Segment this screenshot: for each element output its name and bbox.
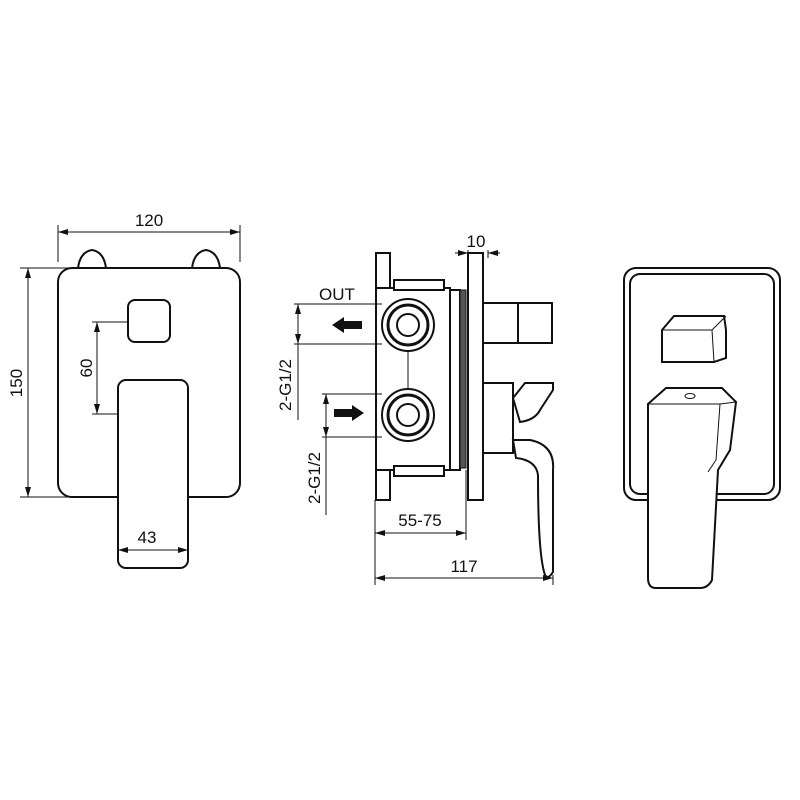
mounting-ear-right — [191, 248, 221, 269]
total-depth-dimension: 117 — [450, 557, 477, 576]
height-dimension: 150 — [7, 369, 26, 397]
button-offset-dimension: 60 — [77, 359, 96, 378]
wall-depth-dimension: 55-75 — [398, 511, 441, 530]
outlet-port — [381, 298, 435, 352]
plate-thickness-dimension: 10 — [467, 232, 486, 251]
inlet-port — [381, 388, 435, 442]
diverter-button-3d — [661, 315, 727, 363]
outlet-thread-dimension: 2-G1/2 — [276, 359, 295, 411]
inlet-thread-dimension: 2-G1/2 — [305, 452, 324, 504]
side-view: OUT 2-G1/2 2-G1/2 10 55-75 117 — [276, 232, 555, 585]
diverter-cartridge — [482, 302, 519, 344]
lever-side — [511, 382, 554, 424]
lever-handle-3d — [647, 387, 738, 589]
handle-width-dimension: 43 — [138, 528, 157, 547]
mounting-ear-left — [77, 248, 107, 269]
perspective-view — [623, 267, 781, 589]
lever-handle — [117, 379, 189, 569]
sealing-ring — [459, 289, 467, 469]
wall-plate — [467, 252, 484, 501]
out-label: OUT — [319, 285, 355, 304]
width-dimension: 120 — [135, 211, 163, 230]
outlet-arrow-icon — [332, 317, 362, 333]
diverter-button — [127, 299, 171, 343]
front-view: 120 150 60 43 — [7, 211, 241, 569]
inlet-arrow-icon — [334, 405, 364, 421]
